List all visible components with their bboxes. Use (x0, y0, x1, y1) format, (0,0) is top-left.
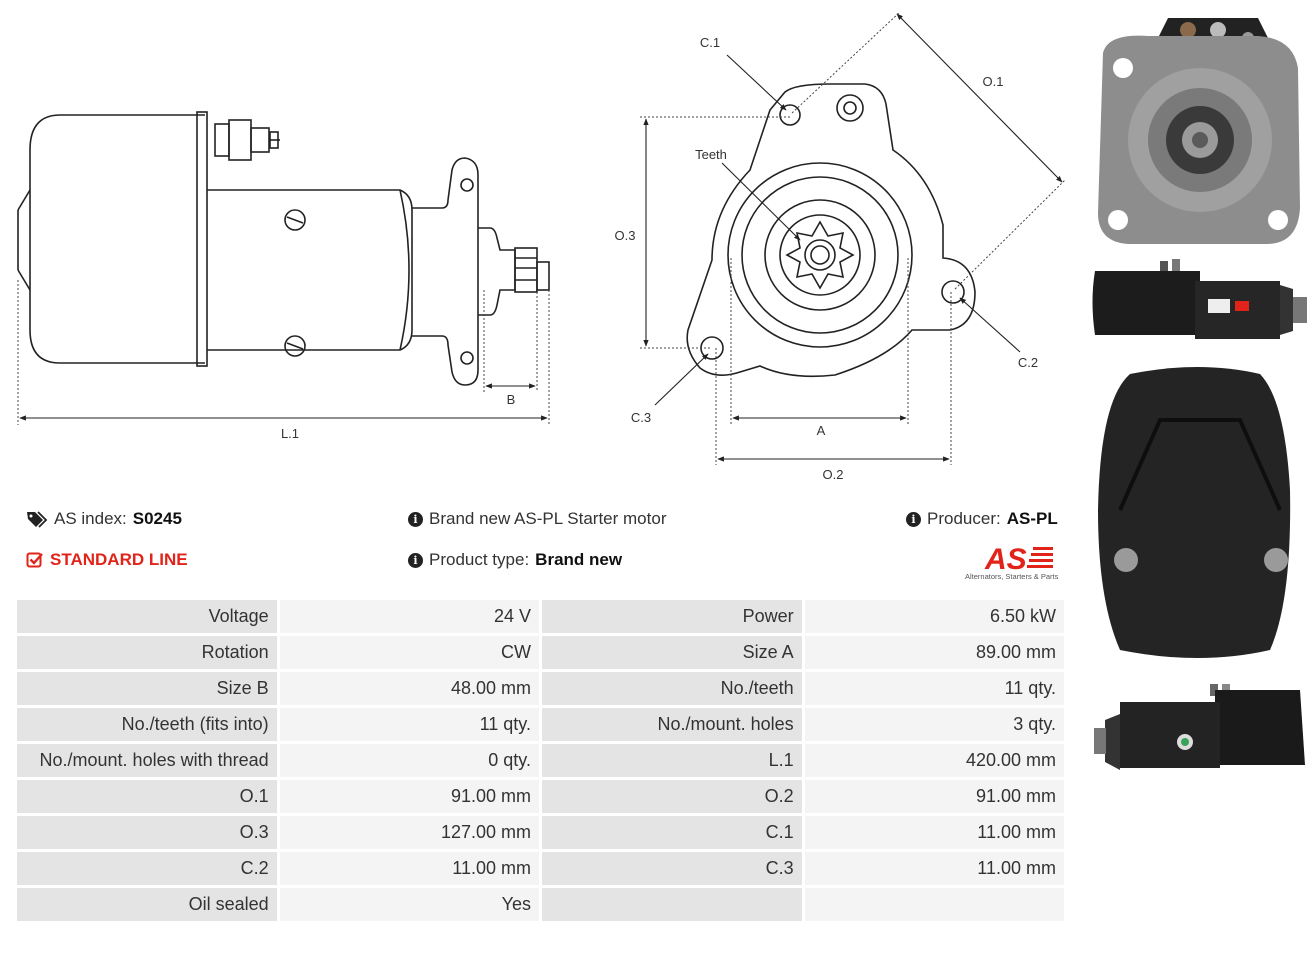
spec-value: 11.00 mm (804, 816, 1064, 849)
spec-label: Voltage (17, 600, 277, 633)
technical-drawing: L.1 B C.1 O.1 Teeth O.3 (17, 11, 1066, 482)
spec-value: CW (279, 636, 539, 669)
product-type: i Product type: Brand new (408, 550, 622, 570)
dim-o3-label: O.3 (615, 228, 636, 243)
product-type-value: Brand new (535, 550, 623, 569)
dim-o2-label: O.2 (823, 467, 844, 482)
tag-icon (27, 511, 48, 528)
info-icon: i (408, 552, 423, 568)
spec-label: O.2 (541, 780, 802, 813)
dim-c2-label: C.2 (1018, 355, 1038, 370)
dim-a-label: A (817, 423, 826, 438)
producer-label: Producer: (927, 509, 1001, 528)
spec-value: 420.00 mm (804, 744, 1064, 777)
spec-value: 11 qty. (279, 708, 539, 741)
product-type-label: Product type: (429, 550, 530, 569)
dim-teeth-label: Teeth (695, 147, 727, 162)
standard-line: STANDARD LINE (26, 550, 188, 570)
description-text: Brand new AS-PL Starter motor (429, 509, 667, 528)
dim-c3-label: C.3 (631, 410, 651, 425)
check-square-icon (26, 552, 43, 568)
spec-label: No./mount. holes with thread (17, 744, 277, 777)
product-photo-rear-cover[interactable] (1090, 360, 1312, 668)
spec-label: No./teeth (541, 672, 802, 705)
spec-value: Yes (279, 888, 539, 921)
info-icon: i (906, 511, 921, 527)
spec-label: C.2 (17, 852, 277, 885)
spec-label: No./teeth (fits into) (17, 708, 277, 741)
spec-value: 3 qty. (804, 708, 1064, 741)
spec-value: 11 qty. (804, 672, 1064, 705)
spec-value: 48.00 mm (279, 672, 539, 705)
spec-value: 127.00 mm (279, 816, 539, 849)
dim-c1-label: C.1 (700, 35, 720, 50)
spec-label: L.1 (541, 744, 802, 777)
spec-value: 91.00 mm (279, 780, 539, 813)
as-pl-logo: AS Alternators, Starters & Parts (965, 541, 1067, 583)
spec-label: C.1 (541, 816, 802, 849)
spec-value: 91.00 mm (804, 780, 1064, 813)
info-icon: i (408, 511, 423, 527)
logo-tagline: Alternators, Starters & Parts (965, 572, 1059, 581)
spec-label: O.3 (17, 816, 277, 849)
dim-l1-label: L.1 (281, 426, 299, 441)
dim-b-label: B (507, 392, 516, 407)
dim-o1-label: O.1 (983, 74, 1004, 89)
product-photo-side[interactable] (1090, 253, 1312, 348)
spec-label: Size A (541, 636, 802, 669)
spec-value: 24 V (279, 600, 539, 633)
product-photo-front[interactable] (1088, 8, 1310, 248)
producer: i Producer: AS-PL (906, 509, 1058, 529)
spec-label: C.3 (541, 852, 802, 885)
description: i Brand new AS-PL Starter motor (408, 509, 666, 529)
as-index-label: AS index: (54, 509, 127, 528)
spec-row: No./teeth (fits into)11 qty.No./mount. h… (17, 708, 1064, 741)
spec-label (541, 888, 802, 921)
spec-value: 11.00 mm (279, 852, 539, 885)
as-index: AS index: S0245 (26, 509, 182, 529)
spec-value (804, 888, 1064, 921)
spec-label: Power (541, 600, 802, 633)
spec-value: 11.00 mm (804, 852, 1064, 885)
spec-label: No./mount. holes (541, 708, 802, 741)
spec-value: 89.00 mm (804, 636, 1064, 669)
as-logo-mark: AS (984, 543, 1053, 576)
spec-label: Oil sealed (17, 888, 277, 921)
producer-value: AS-PL (1006, 509, 1058, 528)
spec-value: 0 qty. (279, 744, 539, 777)
spec-value: 6.50 kW (804, 600, 1064, 633)
spec-label: Size B (17, 672, 277, 705)
svg-text:AS: AS (984, 543, 1027, 573)
standard-line-label: STANDARD LINE (50, 550, 188, 569)
as-index-value: S0245 (132, 509, 182, 528)
spec-label: O.1 (17, 780, 277, 813)
product-photo-back[interactable] (1090, 680, 1312, 775)
spec-label: Rotation (17, 636, 277, 669)
